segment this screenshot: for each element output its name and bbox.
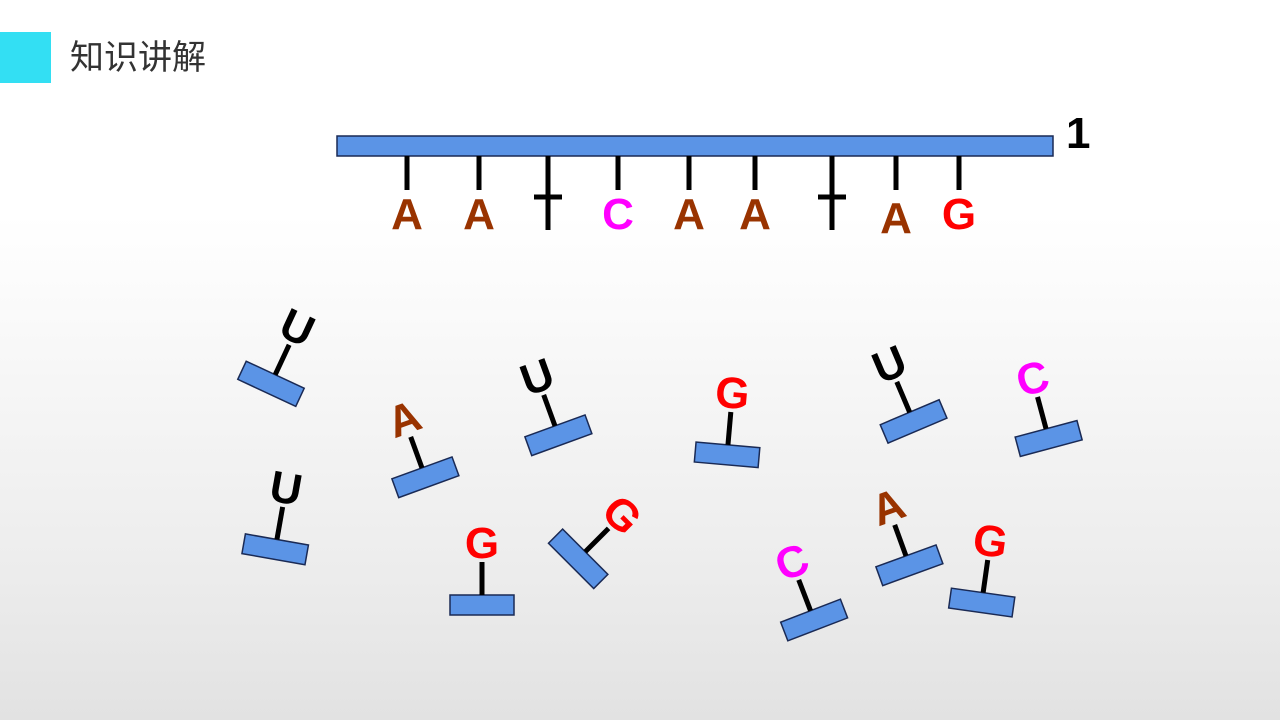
free-nucleotide-letter: G <box>970 515 1011 568</box>
free-nucleotide-sugar-bar <box>523 413 593 457</box>
free-nucleotide-u: U <box>241 462 310 566</box>
free-nucleotide-a: A <box>865 479 944 587</box>
free-nucleotide-letter: U <box>266 462 306 516</box>
free-nucleotide-letter: U <box>272 299 322 357</box>
template-base-a: A <box>463 156 495 239</box>
free-nucleotide-stem <box>541 394 558 427</box>
page-title: 知识讲解 <box>70 38 206 78</box>
template-base-t <box>818 156 846 230</box>
template-base-letter: A <box>739 190 771 239</box>
free-nucleotide-sugar-bar <box>947 587 1016 618</box>
free-nucleotide-letter: C <box>768 534 815 591</box>
free-nucleotide-u: U <box>865 336 948 445</box>
free-nucleotide-letter: G <box>465 519 499 568</box>
free-nucleotide-letter: A <box>865 479 912 536</box>
free-nucleotide-letter: U <box>865 336 913 394</box>
free-nucleotide-c: C <box>1011 351 1084 458</box>
free-nucleotide-g: G <box>547 486 651 590</box>
free-nucleotide-sugar-bar <box>236 360 306 408</box>
free-nucleotide-u: U <box>514 349 593 457</box>
free-nucleotide-stem <box>1035 396 1049 430</box>
free-nucleotide-stem <box>892 524 909 557</box>
free-nucleotide-c: C <box>768 534 849 642</box>
template-backbone <box>336 135 1054 157</box>
free-nucleotide-stem <box>894 380 912 414</box>
free-nucleotide-sugar-bar <box>693 441 761 469</box>
template-base-c: C <box>602 156 634 239</box>
template-base-letter: G <box>942 190 976 239</box>
free-nucleotide-sugar-bar <box>1014 419 1084 458</box>
free-nucleotide-stem <box>583 526 611 554</box>
free-nucleotide-stem <box>980 559 991 594</box>
template-base-letter: A <box>880 194 912 243</box>
free-nucleotide-sugar-bar <box>874 543 944 587</box>
free-nucleotide-letter: G <box>713 368 751 420</box>
free-nucleotide-g: G <box>693 368 761 469</box>
free-nucleotide-a: A <box>381 391 460 499</box>
template-base-g: G <box>942 156 976 239</box>
template-base-a: A <box>739 156 771 239</box>
free-nucleotide-g: G <box>449 519 515 616</box>
free-nucleotide-letter: U <box>514 349 561 406</box>
strand-number: 1 <box>1066 109 1090 158</box>
free-nucleotide-sugar-bar <box>390 455 460 499</box>
free-nucleotide-stem <box>274 506 286 540</box>
free-nucleotide-u: U <box>236 299 322 408</box>
template-base-letter: A <box>673 190 705 239</box>
template-base-letter: A <box>391 190 423 239</box>
free-nucleotide-g: G <box>947 515 1016 618</box>
template-base-letter: C <box>602 190 634 239</box>
template-base-a: A <box>391 156 423 239</box>
template-base-letter: A <box>463 190 495 239</box>
free-nucleotide-sugar-bar <box>449 594 515 616</box>
free-nucleotide-letter: A <box>381 391 428 448</box>
free-nucleotide-stem <box>725 411 734 446</box>
title-accent-block <box>0 32 51 83</box>
free-nucleotide-sugar-bar <box>779 598 849 642</box>
template-base-a: A <box>673 156 705 239</box>
free-nucleotide-sugar-bar <box>879 398 948 445</box>
free-nucleotide-stem <box>408 436 425 469</box>
template-base-a: A <box>880 156 912 243</box>
free-nucleotide-letter: C <box>1011 351 1054 407</box>
free-nucleotide-stem <box>796 578 813 612</box>
free-nucleotide-stem <box>272 343 292 376</box>
template-base-t <box>534 156 562 230</box>
